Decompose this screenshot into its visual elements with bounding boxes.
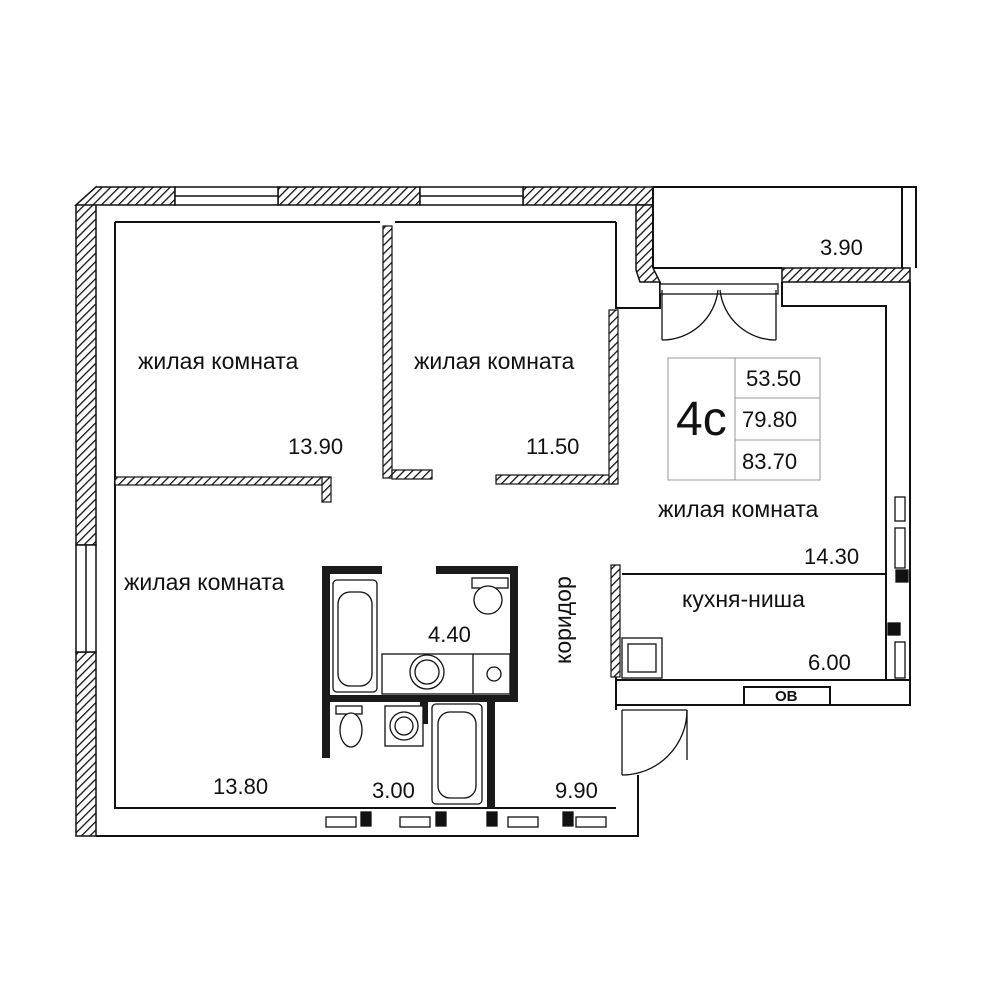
total-with-balcony-value: 83.70	[742, 449, 798, 474]
vent-label: ОВ	[775, 688, 798, 705]
radiators	[325, 496, 909, 828]
room-1-area: 13.90	[288, 434, 344, 459]
balcony-area: 3.90	[820, 235, 863, 260]
summary-table-frame	[667, 357, 821, 481]
room-2-name: жилая комната	[414, 348, 575, 374]
bathroom-2-area: 3.00	[372, 778, 415, 803]
bathroom-fixtures	[332, 577, 663, 805]
windows	[75, 186, 524, 653]
corridor-name: коридор	[550, 576, 576, 664]
interior-partitions	[114, 225, 621, 678]
exterior-walls	[74, 185, 911, 837]
bathroom-1-area: 4.40	[428, 622, 471, 647]
room-1-name: жилая комната	[138, 348, 299, 374]
kitchen-name: кухня-ниша	[682, 586, 805, 612]
total-area-value: 79.80	[742, 407, 798, 432]
living-area-value: 53.50	[746, 366, 802, 391]
bathroom-block	[322, 566, 518, 808]
room-3-name: жилая комната	[658, 496, 819, 522]
room-4-name: жилая комната	[124, 569, 285, 595]
room-2-area: 11.50	[526, 434, 580, 459]
corridor-area: 9.90	[555, 778, 598, 803]
room-3-area: 14.30	[804, 544, 860, 569]
room-4-area: 13.80	[213, 774, 269, 799]
apartment-code: 4с	[676, 393, 727, 446]
doors	[621, 283, 779, 776]
kitchen-area: 6.00	[808, 650, 851, 675]
